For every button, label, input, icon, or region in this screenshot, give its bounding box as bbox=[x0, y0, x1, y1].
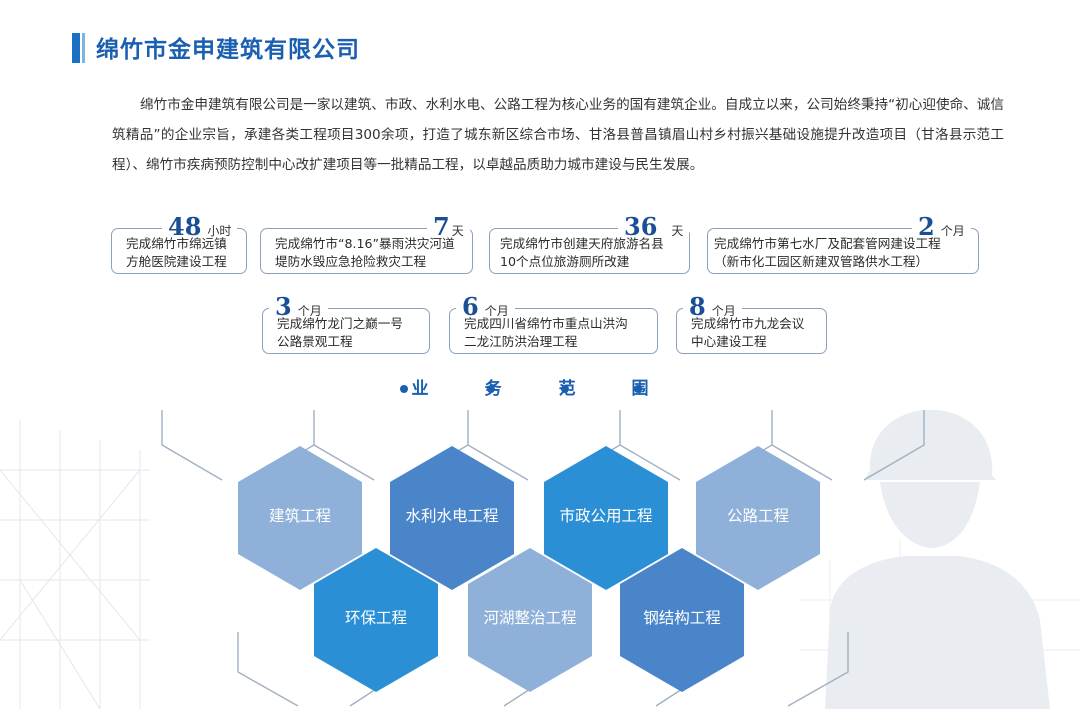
page-title: 绵竹市金申建筑有限公司 bbox=[96, 36, 360, 63]
achievement-unit: 个月 bbox=[484, 304, 509, 318]
achievement-line1: 完成绵竹市“8.16”暴雨洪灾河道 bbox=[275, 236, 455, 251]
achievement-value: 8 bbox=[689, 292, 706, 321]
hex-building bbox=[238, 446, 362, 590]
achievement-line2: 中心建设工程 bbox=[691, 334, 767, 349]
section-dot bbox=[487, 385, 495, 393]
achievement-card: 3 个月 完成绵竹龙门之巅一号 公路景观工程 bbox=[262, 293, 430, 354]
achievement-value: 7 bbox=[433, 212, 450, 241]
achievement-desc: 完成绵竹龙门之巅一号 公路景观工程 bbox=[277, 315, 423, 351]
service-label-water: 水利水电工程 bbox=[405, 507, 499, 525]
achievement-unit: 个月 bbox=[711, 304, 736, 318]
achievement-line2: 二龙江防洪治理工程 bbox=[464, 334, 578, 349]
hex-municipal bbox=[544, 446, 668, 590]
hex-road bbox=[696, 446, 820, 590]
achievement-desc: 完成绵竹市“8.16”暴雨洪灾河道 堤防水毁应急抢险救灾工程 bbox=[275, 235, 466, 271]
achievement-card: 48 小时 完成绵竹市绵远镇 方舱医院建设工程 bbox=[111, 213, 247, 274]
hex-water bbox=[390, 446, 514, 590]
achievement-unit: 小时 bbox=[207, 224, 232, 238]
service-label-road: 公路工程 bbox=[726, 507, 789, 525]
service-label-river: 河湖整治工程 bbox=[483, 609, 577, 627]
achievement-line1: 完成绵竹龙门之巅一号 bbox=[277, 316, 403, 331]
achievement-line1: 完成绵竹市绵远镇 bbox=[126, 236, 227, 251]
achievement-desc: 完成四川省绵竹市重点山洪沟 二龙江防洪治理工程 bbox=[464, 315, 651, 351]
achievement-head: 36 天 bbox=[618, 212, 690, 241]
section-title-business-scope: 业 务 范 围 bbox=[0, 374, 1080, 404]
scaffold-lines-left bbox=[0, 420, 150, 709]
achievement-line2: 公路景观工程 bbox=[277, 334, 353, 349]
worker-silhouette bbox=[825, 409, 1050, 709]
achievement-line1: 完成绵竹市九龙会议 bbox=[691, 316, 805, 331]
achievement-value: 6 bbox=[462, 292, 479, 321]
title-accent-bar-light bbox=[82, 33, 85, 63]
section-dot bbox=[400, 385, 408, 393]
section-char: 业 bbox=[411, 379, 429, 399]
hex-steel bbox=[620, 548, 744, 692]
achievement-line2: 方舱医院建设工程 bbox=[126, 254, 227, 269]
achievement-line2: （新市化工园区新建双管路供水工程） bbox=[714, 254, 929, 269]
achievement-value: 36 bbox=[624, 212, 658, 241]
section-char: 围 bbox=[631, 379, 649, 399]
achievement-value: 3 bbox=[275, 292, 292, 321]
hex-environment bbox=[314, 548, 438, 692]
achievement-head: 2 个月 bbox=[912, 213, 971, 241]
achievement-desc: 完成绵竹市创建天府旅游名县 10个点位旅游厕所改建 bbox=[500, 235, 683, 271]
achievement-head: 48 小时 bbox=[162, 212, 238, 241]
service-hexagons bbox=[238, 446, 820, 692]
achievement-unit: 个月 bbox=[940, 224, 965, 238]
achievement-card: 36 天 完成绵竹市创建天府旅游名县 10个点位旅游厕所改建 bbox=[489, 213, 690, 274]
achievement-card: 6 个月 完成四川省绵竹市重点山洪沟 二龙江防洪治理工程 bbox=[449, 293, 658, 354]
hex-river bbox=[468, 548, 592, 692]
service-label-steel: 钢结构工程 bbox=[643, 609, 721, 627]
achievement-line1: 完成四川省绵竹市重点山洪沟 bbox=[464, 316, 628, 331]
achievement-unit: 天 bbox=[451, 224, 464, 238]
achievement-desc: 完成绵竹市九龙会议 中心建设工程 bbox=[691, 315, 820, 351]
section-dot bbox=[634, 385, 642, 393]
achievement-desc: 完成绵竹市第七水厂及配套管网建设工程 （新市化工园区新建双管路供水工程） bbox=[714, 235, 972, 271]
achievement-head: 3 个月 bbox=[269, 293, 328, 321]
title-accent-bar bbox=[72, 33, 80, 63]
service-label-environment: 环保工程 bbox=[344, 609, 407, 627]
achievement-line2: 堤防水毁应急抢险救灾工程 bbox=[275, 254, 427, 269]
achievement-card: 2 个月 完成绵竹市第七水厂及配套管网建设工程 （新市化工园区新建双管路供水工程） bbox=[707, 213, 979, 274]
section-dot bbox=[561, 385, 569, 393]
achievement-value: 2 bbox=[918, 212, 935, 241]
achievement-value: 48 bbox=[168, 212, 202, 241]
achievement-line2: 10个点位旅游厕所改建 bbox=[500, 254, 630, 269]
achievement-line1: 完成绵竹市创建天府旅游名县 bbox=[500, 236, 664, 251]
achievement-line1: 完成绵竹市第七水厂及配套管网建设工程 bbox=[714, 236, 941, 251]
service-label-building: 建筑工程 bbox=[268, 507, 331, 525]
achievement-desc: 完成绵竹市绵远镇 方舱医院建设工程 bbox=[126, 235, 240, 271]
achievement-unit: 个月 bbox=[297, 304, 322, 318]
service-label-municipal: 市政公用工程 bbox=[559, 507, 653, 525]
achievement-head: 6 个月 bbox=[456, 293, 515, 321]
company-intro: 绵竹市金申建筑有限公司是一家以建筑、市政、水利水电、公路工程为核心业务的国有建筑… bbox=[112, 97, 1004, 173]
achievement-card: 8 个月 完成绵竹市九龙会议 中心建设工程 bbox=[676, 293, 827, 354]
section-char: 范 bbox=[558, 379, 576, 399]
section-char: 务 bbox=[484, 379, 502, 399]
achievement-head: 8 个月 bbox=[683, 293, 742, 321]
achievement-unit: 天 bbox=[671, 224, 684, 238]
